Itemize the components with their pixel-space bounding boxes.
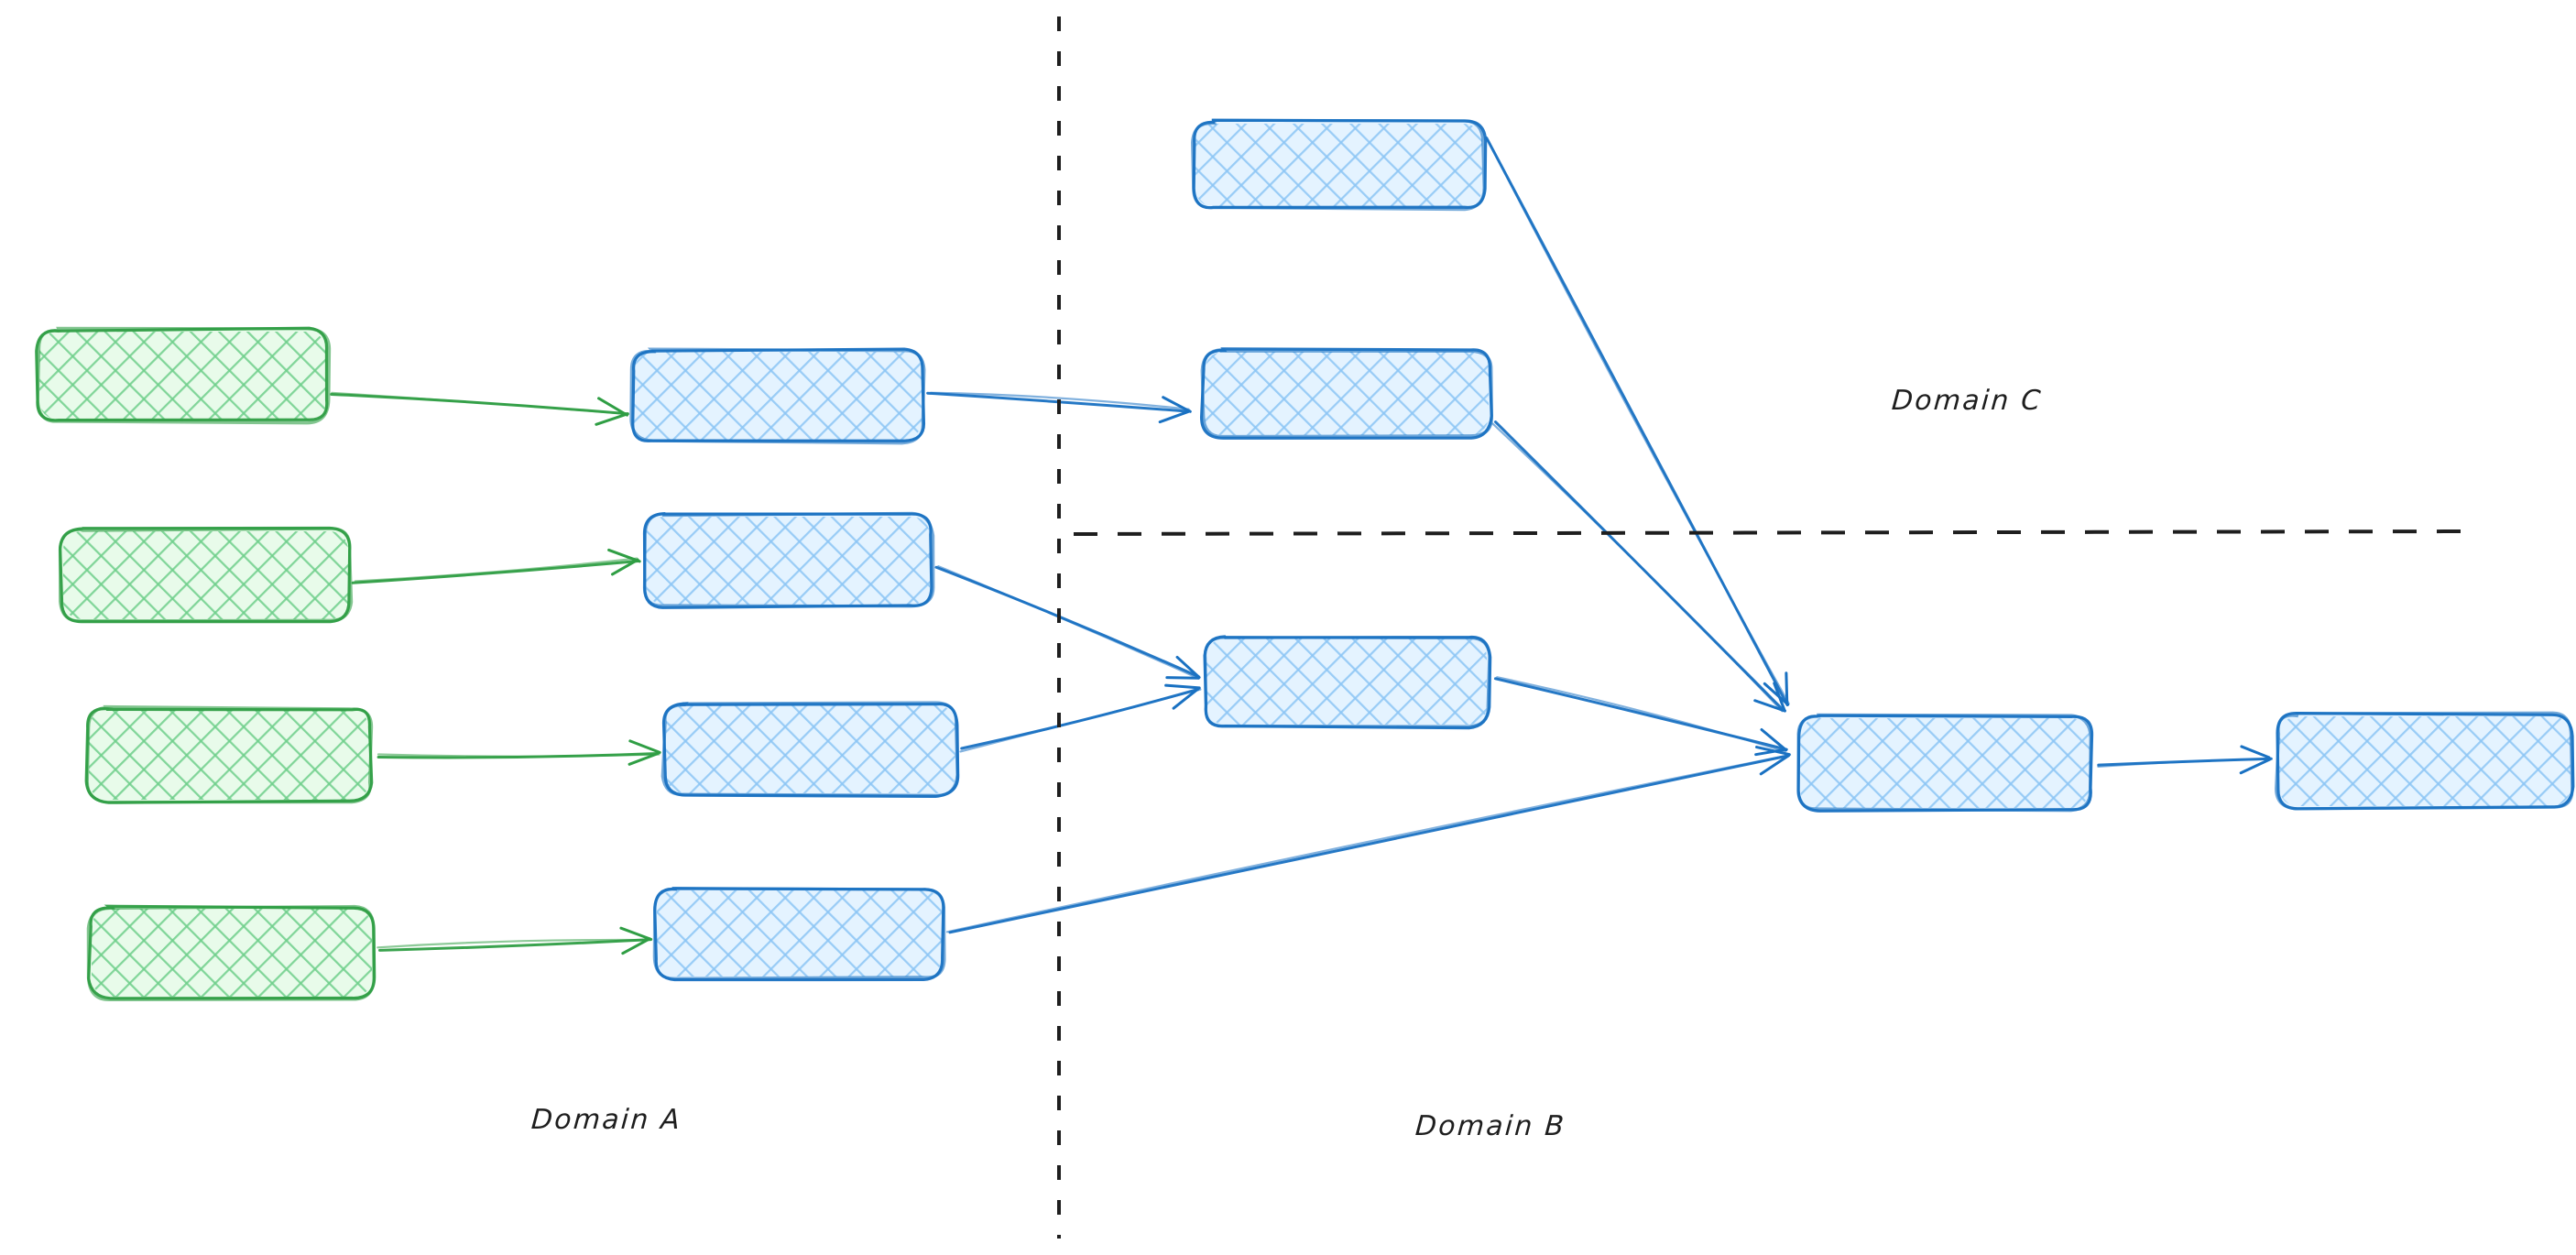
- edge-arrowhead: [1760, 727, 1788, 752]
- edge-arrowhead: [1172, 687, 1200, 710]
- edge-arrowhead: [595, 412, 629, 426]
- edge-arrowhead: [1165, 676, 1200, 680]
- node-outline: [629, 347, 926, 445]
- edges-layer: [330, 136, 2273, 955]
- edge-arrowhead: [1773, 682, 1786, 712]
- node-hatch: [63, 531, 348, 619]
- edge-arrowhead: [628, 739, 661, 754]
- edge-arrowhead: [1164, 683, 1201, 690]
- edge-line: [960, 687, 1200, 750]
- edge-edge-b4-b8: [945, 746, 1792, 934]
- edge-edge-g4-b4: [377, 926, 653, 955]
- edge-edge-g3-b3: [377, 739, 661, 766]
- edge-line: [354, 557, 639, 583]
- node-outline: [86, 904, 376, 1002]
- edge-arrowhead: [1175, 655, 1201, 680]
- node-outline: [85, 704, 374, 804]
- node-hatch: [92, 909, 372, 997]
- node-outline: [642, 511, 935, 608]
- label-domain-b: Domain B: [1414, 1110, 1567, 1142]
- edge-line: [1491, 422, 1784, 713]
- node-hatch: [1205, 352, 1489, 435]
- edge-edge-b3-b7: [959, 683, 1202, 753]
- node-hatch: [39, 332, 326, 420]
- edge-line: [948, 754, 1790, 934]
- label-domain-c: Domain C: [1890, 385, 2044, 417]
- edge-line: [377, 753, 660, 758]
- edge-arrowhead: [621, 937, 651, 955]
- node-blue-node-8[interactable]: [1796, 713, 2094, 813]
- node-green-node-1[interactable]: [35, 326, 332, 425]
- edge-arrowhead: [597, 397, 628, 417]
- edge-line: [937, 565, 1200, 680]
- node-hatch: [1195, 124, 1482, 207]
- edge-edge-b1-b6: [926, 391, 1192, 424]
- edge-line: [959, 688, 1202, 753]
- nodes-layer: [35, 118, 2575, 1002]
- node-blue-node-4[interactable]: [652, 887, 946, 982]
- edge-arrowhead: [1754, 748, 1788, 757]
- node-hatch: [1206, 638, 1487, 725]
- label-domain-a: Domain A: [529, 1104, 683, 1136]
- edge-arrowhead: [1785, 671, 1789, 705]
- edge-line: [377, 938, 650, 949]
- edge-arrowhead: [1158, 409, 1192, 424]
- edge-edge-b2-b7: [934, 565, 1201, 680]
- node-hatch: [89, 710, 369, 800]
- node-hatch: [634, 352, 922, 440]
- edge-edge-b8-b9: [2097, 745, 2273, 775]
- edge-arrowhead: [1759, 754, 1790, 776]
- edge-line: [1487, 138, 1790, 704]
- node-green-node-4[interactable]: [86, 904, 377, 1002]
- node-outline: [660, 701, 959, 797]
- node-outline: [652, 887, 946, 980]
- node-outline: [1200, 348, 1494, 439]
- dividers-layer: [1057, 16, 2467, 1239]
- edge-line: [331, 391, 627, 415]
- node-outline: [58, 527, 354, 623]
- node-blue-node-7[interactable]: [1203, 635, 1492, 730]
- node-outline: [1191, 118, 1486, 212]
- node-hatch: [657, 890, 942, 977]
- edge-arrowhead: [2239, 758, 2272, 775]
- node-blue-node-5[interactable]: [1191, 118, 1488, 212]
- node-outline: [1203, 636, 1491, 728]
- node-green-node-2[interactable]: [58, 526, 354, 624]
- edge-arrowhead: [610, 558, 639, 576]
- node-blue-node-2[interactable]: [642, 511, 935, 609]
- edge-line: [945, 753, 1792, 933]
- edge-arrowhead: [1162, 396, 1192, 413]
- edge-arrowhead: [628, 752, 660, 766]
- node-hatch: [666, 705, 955, 793]
- node-green-node-3[interactable]: [84, 704, 374, 804]
- edge-edge-g2-b2: [351, 548, 641, 584]
- node-blue-node-1[interactable]: [629, 347, 926, 445]
- edge-arrowhead: [1763, 682, 1790, 706]
- edge-line: [351, 559, 640, 584]
- edge-line: [929, 391, 1190, 410]
- edge-arrowhead: [1753, 699, 1786, 713]
- edge-arrowhead: [2240, 745, 2271, 759]
- node-blue-node-9[interactable]: [2274, 711, 2575, 811]
- edge-edge-g1-b1: [330, 391, 629, 426]
- edge-line: [2097, 758, 2271, 768]
- edge-line: [378, 938, 652, 952]
- node-blue-node-3[interactable]: [660, 701, 960, 799]
- edge-arrowhead: [1755, 746, 1791, 757]
- edge-arrowhead: [619, 926, 653, 941]
- edge-edge-b7-b8: [1493, 676, 1788, 757]
- edge-edge-b5-b8: [1485, 136, 1790, 707]
- edge-edge-b6-b8: [1491, 420, 1786, 713]
- node-blue-node-6[interactable]: [1199, 347, 1494, 440]
- node-hatch: [1800, 718, 2090, 808]
- divider-horizontal: [1073, 529, 2467, 536]
- edge-line: [1496, 676, 1786, 753]
- node-outline: [2274, 711, 2574, 811]
- node-hatch: [646, 517, 930, 605]
- node-outline: [36, 326, 332, 425]
- node-outline: [1796, 713, 2092, 813]
- node-hatch: [2279, 716, 2571, 806]
- edge-arrowhead: [607, 548, 641, 563]
